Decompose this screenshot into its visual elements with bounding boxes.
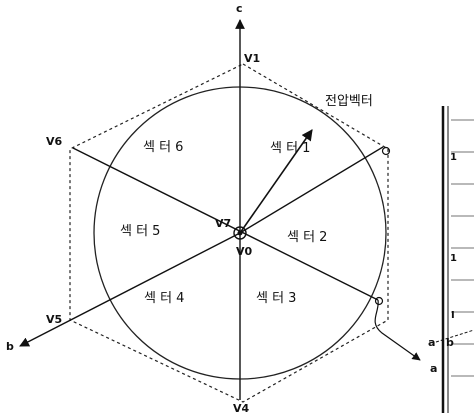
b-axis-back [239,146,384,234]
vertex-label-v0: V0 [236,245,253,258]
vertex-label-v1: V1 [244,52,260,65]
b-axis-label: b [6,340,14,353]
a-axis-lead [374,299,421,361]
voltage-hexagon [69,63,389,403]
side-marker-1: 1 [450,152,457,163]
sector-2-label: 섹 터 2 [287,230,327,245]
origin-outer [233,226,247,240]
vertex-label-v5: V5 [46,313,62,326]
sector-4-label: 섹 터 4 [144,291,184,306]
vertex-marker-v2 [381,146,391,156]
sector-3-label: 섹 터 3 [256,291,296,306]
adjacent-figure-fragment: 1 1 I a b [428,106,474,413]
sector-1-label: 섹 터 1 [270,141,310,156]
vertex-marker-v3 [374,296,384,306]
side-marker-3: I [451,310,455,321]
vertex-label-v4: V4 [233,402,250,413]
reference-vector-arrow [239,129,313,234]
a-axis-label: a [430,362,437,375]
v6-diagonal [72,147,379,301]
sector-5-label: 섹 터 5 [120,224,160,239]
voltage-vector-label: 전압벡터 [325,94,373,109]
vertex-label-v6: V6 [46,135,63,148]
vertex-label-v7: V7 [215,217,231,230]
side-marker-2: 1 [450,253,457,264]
side-label-b: b [446,336,454,349]
b-axis [19,232,241,347]
side-label-a: a [428,336,435,349]
sector-6-label: 섹 터 6 [143,140,183,155]
c-axis-label: c [236,2,243,15]
origin-inner [237,230,243,236]
